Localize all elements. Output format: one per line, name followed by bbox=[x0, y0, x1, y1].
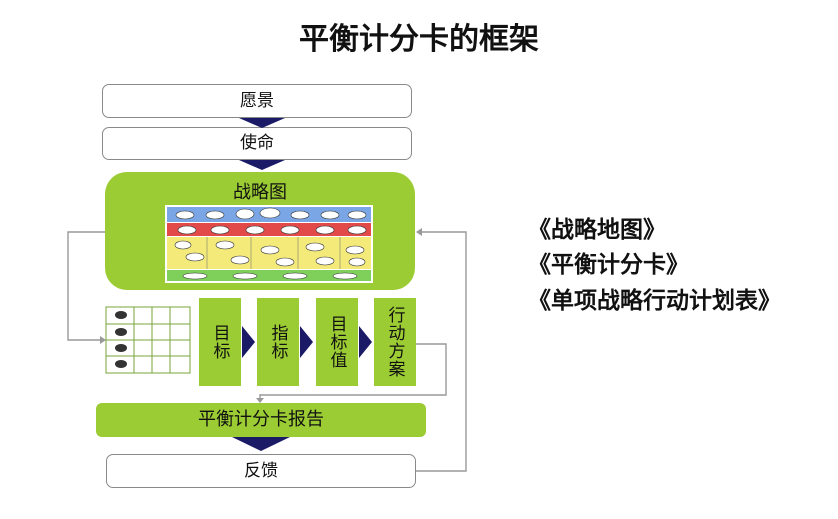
strategy-map-label: 战略图 bbox=[233, 182, 287, 203]
scorecard-report-bar: 平衡计分卡报告 bbox=[96, 403, 426, 437]
mission-label: 使命 bbox=[240, 133, 274, 153]
right-arrow-icon bbox=[300, 326, 313, 358]
mission-box: 使命 bbox=[102, 127, 412, 160]
vision-box: 愿景 bbox=[102, 84, 412, 118]
vision-label: 愿景 bbox=[240, 91, 274, 111]
column-objectives-label: 目标 bbox=[209, 324, 230, 360]
column-targets: 目标值 bbox=[316, 298, 358, 386]
down-arrow-icon bbox=[239, 160, 285, 170]
column-targets-label: 目标值 bbox=[326, 315, 347, 369]
strategy-map-box: 战略图 bbox=[105, 172, 415, 290]
reference-balanced-scorecard: 《平衡计分卡》 bbox=[528, 252, 689, 278]
down-arrow-icon bbox=[232, 437, 290, 451]
page-title: 平衡计分卡的框架 bbox=[299, 22, 539, 57]
feedback-label: 反馈 bbox=[244, 461, 278, 481]
reference-action-plan: 《单项战略行动计划表》 bbox=[528, 288, 781, 314]
right-arrow-icon bbox=[359, 326, 372, 358]
reference-strategy-map: 《战略地图》 bbox=[528, 217, 666, 243]
right-arrow-icon bbox=[242, 326, 255, 358]
column-initiatives: 行动方案 bbox=[374, 298, 416, 386]
feedback-box: 反馈 bbox=[106, 454, 416, 488]
column-objectives: 目标 bbox=[199, 298, 241, 386]
column-measures: 指标 bbox=[257, 298, 299, 386]
strategy-map-thumbnail bbox=[165, 205, 373, 283]
column-initiatives-label: 行动方案 bbox=[384, 306, 405, 378]
column-measures-label: 指标 bbox=[267, 324, 288, 360]
